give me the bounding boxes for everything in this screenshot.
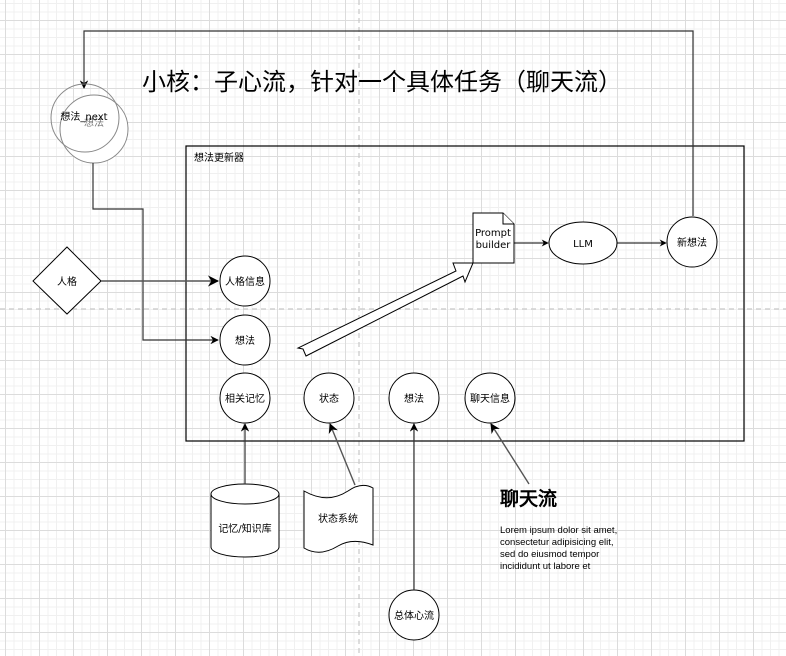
node-thought-next-label: 想法_next bbox=[60, 110, 107, 123]
node-personality[interactable]: 人格 bbox=[32, 246, 102, 315]
node-personality-shape bbox=[32, 246, 102, 315]
node-memory-db-label: 记忆/知识库 bbox=[218, 522, 271, 535]
node-related-memory[interactable]: 相关记忆 bbox=[219, 372, 271, 424]
node-llm[interactable]: LLM bbox=[548, 221, 618, 265]
node-thought-next-shadow bbox=[59, 94, 129, 164]
edge-state-system-to-state[interactable] bbox=[328, 423, 356, 486]
node-state-system-shape bbox=[303, 484, 374, 553]
node-prompt-builder-line1: Prompt bbox=[475, 228, 511, 239]
node-state-circle bbox=[303, 372, 355, 424]
node-llm-label: LLM bbox=[573, 239, 593, 250]
node-overall-flow-label: 总体心流 bbox=[394, 609, 434, 622]
node-personality-info-label: 人格信息 bbox=[225, 275, 265, 288]
node-thought-bottom-circle bbox=[388, 372, 440, 424]
node-thought-input-circle bbox=[219, 314, 271, 366]
node-memory-db-body bbox=[210, 494, 280, 558]
node-memory-db[interactable]: 记忆/知识库 bbox=[210, 483, 280, 558]
node-thought-bottom[interactable]: 想法 bbox=[388, 372, 440, 424]
node-related-memory-label: 相关记忆 bbox=[225, 392, 265, 405]
thought-updater-label: 想法更新器 bbox=[194, 151, 244, 164]
node-state-label: 状态 bbox=[319, 392, 339, 405]
node-thought-input[interactable]: 想法 bbox=[219, 314, 271, 366]
node-new-thought-label: 新想法 bbox=[677, 236, 707, 249]
node-memory-db-top bbox=[210, 483, 280, 505]
chat-flow-note-body: Lorem ipsum dolor sit amet, consectetur … bbox=[500, 525, 618, 572]
edge-new-thought-to-thought-next[interactable] bbox=[79, 30, 694, 216]
node-overall-flow[interactable]: 总体心流 bbox=[388, 589, 440, 641]
node-thought-bottom-label: 想法 bbox=[404, 392, 424, 405]
thought-updater-container[interactable] bbox=[185, 145, 745, 442]
node-thought-next-shadow-label: 想法 bbox=[84, 116, 104, 129]
chat-flow-note: 聊天流 Lorem ipsum dolor sit amet, consecte… bbox=[500, 484, 630, 573]
node-chat-info[interactable]: 聊天信息 bbox=[464, 372, 516, 424]
node-related-memory-circle bbox=[219, 372, 271, 424]
node-state-system-label: 状态系统 bbox=[318, 512, 358, 525]
node-state-system[interactable]: 状态系统 bbox=[303, 484, 374, 553]
node-personality-info[interactable]: 人格信息 bbox=[219, 255, 271, 307]
chat-flow-note-title: 聊天流 bbox=[500, 488, 558, 510]
node-thought-next[interactable]: 想法 想法_next bbox=[50, 83, 129, 164]
node-thought-next-circle bbox=[50, 83, 120, 153]
diagram-title: 小核：子心流，针对一个具体任务（聊天流） bbox=[142, 68, 622, 96]
edge-thought-next-to-thought[interactable] bbox=[92, 163, 219, 345]
node-chat-info-label: 聊天信息 bbox=[470, 392, 510, 405]
node-prompt-builder[interactable]: Prompt builder bbox=[472, 212, 515, 264]
node-prompt-builder-line2: builder bbox=[476, 240, 512, 251]
edge-chat-flow-to-chat-info[interactable] bbox=[490, 423, 530, 485]
node-state[interactable]: 状态 bbox=[303, 372, 355, 424]
node-chat-info-circle bbox=[464, 372, 516, 424]
node-prompt-builder-fold bbox=[502, 213, 514, 225]
node-new-thought-circle bbox=[666, 216, 718, 268]
node-new-thought[interactable]: 新想法 bbox=[666, 216, 718, 268]
node-personality-info-circle bbox=[219, 255, 271, 307]
node-thought-input-label: 想法 bbox=[235, 334, 255, 347]
node-personality-label: 人格 bbox=[57, 275, 77, 288]
